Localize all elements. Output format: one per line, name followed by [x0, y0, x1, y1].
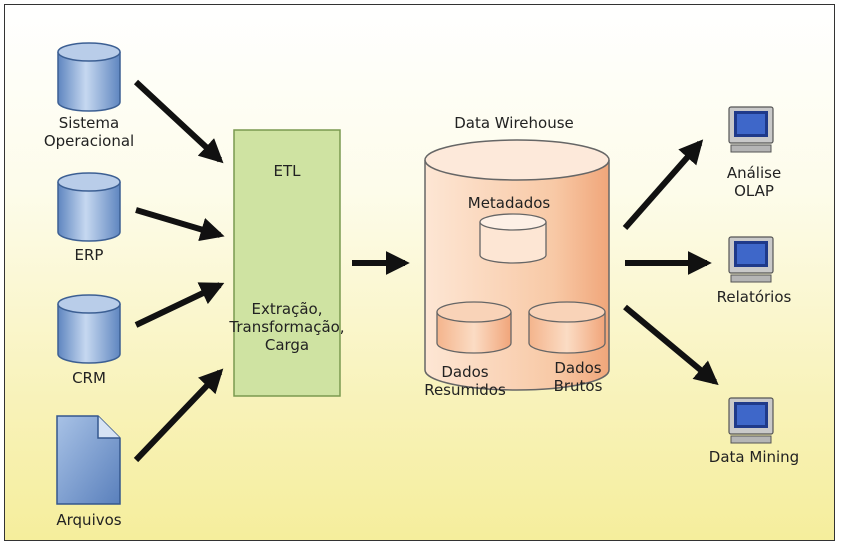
database-icon-sistema: [57, 42, 121, 112]
arrow-erp-etl: [135, 207, 225, 242]
summarized-cylinder: [436, 301, 512, 354]
computer-icon-olap: [728, 106, 774, 153]
database-icon-crm: [57, 294, 121, 364]
summarized-label: Dados Resumidos: [424, 363, 506, 399]
arrow-sistema-etl: [133, 79, 224, 164]
etl-title: ETL: [273, 162, 301, 180]
metadata-cylinder: [479, 213, 547, 264]
source-label-erp: ERP: [74, 246, 104, 264]
source-label-sistema: Sistema Operacional: [43, 114, 135, 150]
computer-icon-mining: [728, 397, 774, 444]
document-icon: [56, 415, 121, 505]
source-label-crm: CRM: [72, 369, 106, 387]
arrow-arquivos-etl: [133, 368, 224, 463]
output-label-relatorios: Relatórios: [716, 288, 792, 306]
arrow-crm-etl: [134, 282, 225, 328]
output-label-mining: Data Mining: [708, 448, 800, 466]
output-label-olap: Análise OLAP: [726, 164, 782, 200]
arrow-warehouse-mining: [623, 304, 719, 386]
database-icon-erp: [57, 172, 121, 242]
metadata-label: Metadados: [467, 194, 551, 212]
raw-cylinder: [528, 301, 606, 354]
raw-label: Dados Brutos: [553, 359, 603, 395]
arrow-warehouse-olap: [622, 139, 704, 230]
warehouse-title: Data Wirehouse: [454, 114, 574, 132]
computer-icon-relatorios: [728, 236, 774, 283]
etl-box: [233, 129, 341, 397]
source-label-arquivos: Arquivos: [56, 511, 122, 529]
etl-description: Extração, Transformação, Carga: [229, 300, 345, 354]
